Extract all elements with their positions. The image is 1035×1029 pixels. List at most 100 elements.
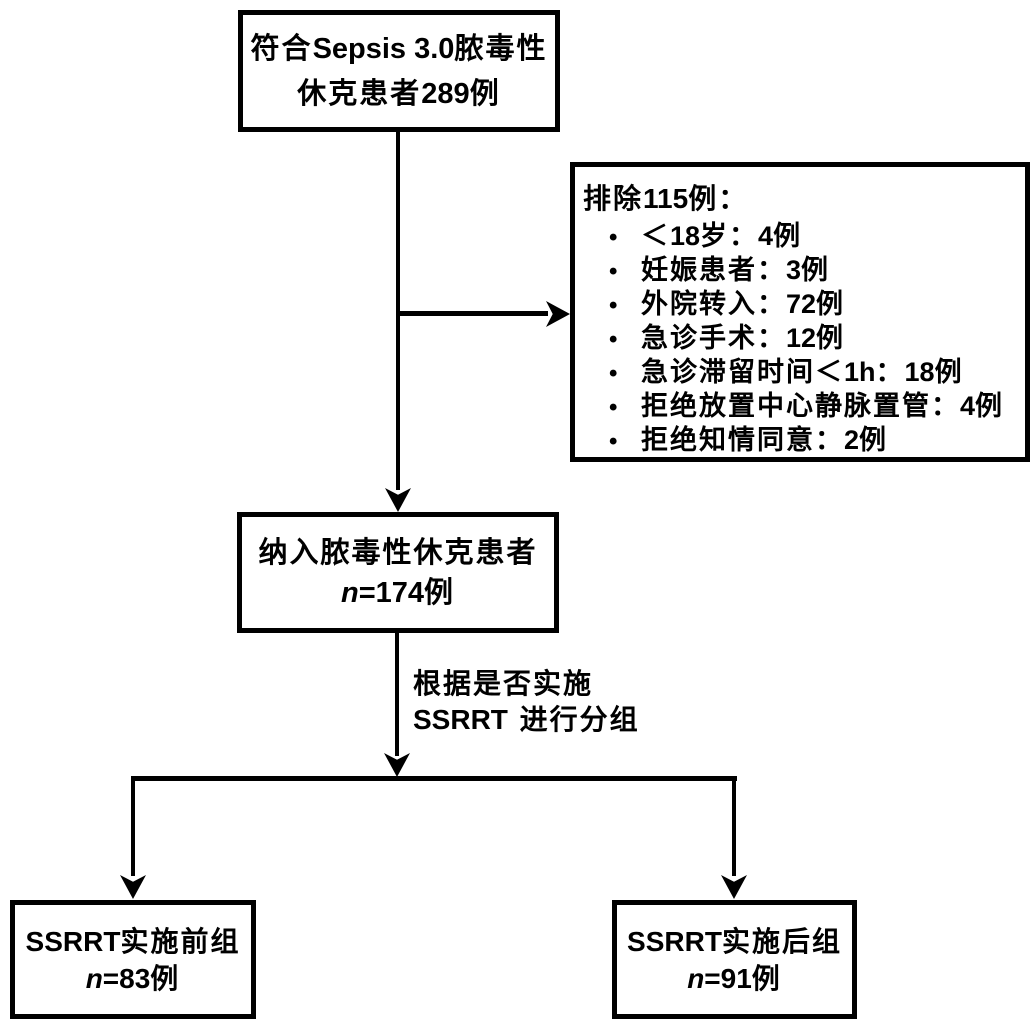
text-run: n bbox=[340, 577, 359, 609]
text-run: 18 bbox=[670, 221, 701, 251]
text-run: 4 bbox=[758, 221, 774, 251]
bullet-icon: • bbox=[609, 292, 618, 319]
bullet-item: • ＜18岁：4例 bbox=[583, 220, 1017, 254]
bullet-text: 急诊滞留时间＜1h：18例 bbox=[641, 356, 964, 389]
text-run: 例 bbox=[816, 289, 846, 320]
text-run: =174 bbox=[358, 577, 425, 609]
text-run: 外院转入： bbox=[641, 289, 786, 320]
text-run: 实施后组 bbox=[721, 924, 842, 958]
connector-split-to-post-group bbox=[732, 776, 736, 876]
arrowhead-down-icon bbox=[120, 875, 146, 899]
text-run: 排除 bbox=[583, 182, 644, 215]
text-line: SSRRT 进行分组 bbox=[413, 702, 640, 738]
bullet-text: ＜18岁：4例 bbox=[641, 220, 802, 253]
text-run: 拒绝知情同意： bbox=[641, 425, 844, 456]
text-run: 例 bbox=[773, 221, 803, 252]
bullet-text: 外院转入：72例 bbox=[641, 288, 845, 321]
bullet-item: • 急诊手术：12例 bbox=[583, 322, 1017, 356]
text-run: 115 bbox=[643, 183, 689, 214]
text-run: n bbox=[687, 962, 705, 994]
text-run: 拒绝放置中心静脉置管： bbox=[641, 391, 960, 422]
text-run: 3 bbox=[786, 255, 802, 285]
text-run: 72 bbox=[786, 289, 817, 319]
arrowhead-right-icon bbox=[546, 301, 570, 327]
text-run: 例 bbox=[934, 357, 964, 388]
bullet-icon: • bbox=[609, 428, 618, 455]
bullet-icon: • bbox=[609, 224, 618, 251]
text-run: =83 bbox=[102, 962, 151, 994]
text-run: 纳入脓毒性休克患者 bbox=[258, 535, 538, 569]
text-run: 2 bbox=[844, 425, 860, 455]
text-line: 纳入脓毒性休克患者 bbox=[258, 532, 537, 572]
bullet-text: 急诊手术：12例 bbox=[641, 322, 845, 355]
text-run: 例 bbox=[150, 961, 181, 995]
text-run: 符合 bbox=[250, 31, 313, 65]
text-run: 例 bbox=[859, 425, 889, 456]
text-run: 实施前组 bbox=[120, 924, 241, 958]
text-line: 休克患者289例 bbox=[297, 71, 500, 116]
text-run: ＜ bbox=[641, 221, 670, 252]
text-line: SSRRT实施前组 bbox=[26, 923, 241, 960]
box-eligible-patients: 符合Sepsis 3.0脓毒性休克患者289例 bbox=[238, 10, 560, 132]
connector-split-to-pre-group bbox=[131, 776, 135, 876]
text-run: 例： bbox=[688, 182, 749, 215]
text-run: 急诊滞留时间＜ bbox=[641, 357, 844, 388]
text-run: 例 bbox=[975, 391, 1005, 422]
bullet-item: • 拒绝知情同意：2例 bbox=[583, 424, 1017, 458]
text-run: 12 bbox=[786, 323, 817, 353]
text-run: 289 bbox=[421, 78, 470, 110]
text-run: n bbox=[85, 962, 103, 994]
text-line: n=91例 bbox=[687, 960, 782, 997]
bullet-item: • 拒绝放置中心静脉置管：4例 bbox=[583, 390, 1017, 424]
text-line: n=174例 bbox=[341, 572, 455, 613]
text-run: SSRRT bbox=[413, 704, 508, 735]
text-run: 脓毒性 bbox=[454, 31, 548, 65]
text-run: 根据是否实施 bbox=[413, 667, 594, 700]
text-run: 例 bbox=[801, 255, 831, 286]
connector-included-to-split bbox=[395, 633, 399, 756]
excluded-title: 排除115例： bbox=[583, 181, 1017, 217]
text-line: 根据是否实施 bbox=[413, 666, 640, 702]
bullet-icon: • bbox=[609, 326, 618, 353]
bullet-text: 拒绝知情同意：2例 bbox=[641, 424, 888, 457]
text-run: ： bbox=[875, 357, 905, 388]
box-excluded-patients: 排除115例： •＜18岁：4例•妊娠患者：3例•外院转入：72例•急诊手术：1… bbox=[570, 162, 1030, 462]
text-run: =91 bbox=[704, 962, 752, 994]
bullet-icon: • bbox=[609, 258, 618, 285]
text-run: 急诊手术： bbox=[641, 323, 786, 354]
text-run: SSRRT bbox=[25, 925, 121, 957]
text-run: 妊娠患者： bbox=[641, 255, 786, 286]
bullet-text: 拒绝放置中心静脉置管：4例 bbox=[641, 390, 1004, 423]
text-run: 休克患者 bbox=[297, 76, 422, 110]
text-line: SSRRT实施后组 bbox=[627, 923, 842, 960]
connector-branch-to-excluded bbox=[398, 311, 548, 316]
text-run: 例 bbox=[751, 961, 782, 995]
text-run: 例 bbox=[469, 76, 501, 110]
arrowhead-down-icon bbox=[385, 488, 411, 512]
text-run: SSRRT bbox=[627, 925, 722, 957]
arrowhead-down-icon bbox=[384, 753, 410, 777]
text-run: 4 bbox=[960, 391, 976, 421]
bullet-item: • 急诊滞留时间＜1h：18例 bbox=[583, 356, 1017, 390]
bullet-icon: • bbox=[609, 360, 618, 387]
text-run: 例 bbox=[816, 323, 846, 354]
bullet-icon: • bbox=[609, 394, 618, 421]
arrowhead-down-icon bbox=[721, 875, 747, 899]
text-run: 岁： bbox=[700, 221, 759, 252]
bullet-item: • 外院转入：72例 bbox=[583, 288, 1017, 322]
text-run: 1h bbox=[844, 357, 876, 387]
text-run: Sepsis 3.0 bbox=[312, 33, 455, 65]
text-line: n=83例 bbox=[86, 960, 181, 997]
excluded-bullet-list: •＜18岁：4例•妊娠患者：3例•外院转入：72例•急诊手术：12例•急诊滞留时… bbox=[583, 220, 1017, 458]
text-run: 18 bbox=[904, 357, 935, 387]
bullet-item: • 妊娠患者：3例 bbox=[583, 254, 1017, 288]
text-line: 符合Sepsis 3.0脓毒性 bbox=[251, 26, 548, 71]
text-run: 例 bbox=[424, 575, 456, 609]
bullet-text: 妊娠患者：3例 bbox=[641, 254, 830, 287]
text-run: 进行分组 bbox=[507, 703, 640, 736]
